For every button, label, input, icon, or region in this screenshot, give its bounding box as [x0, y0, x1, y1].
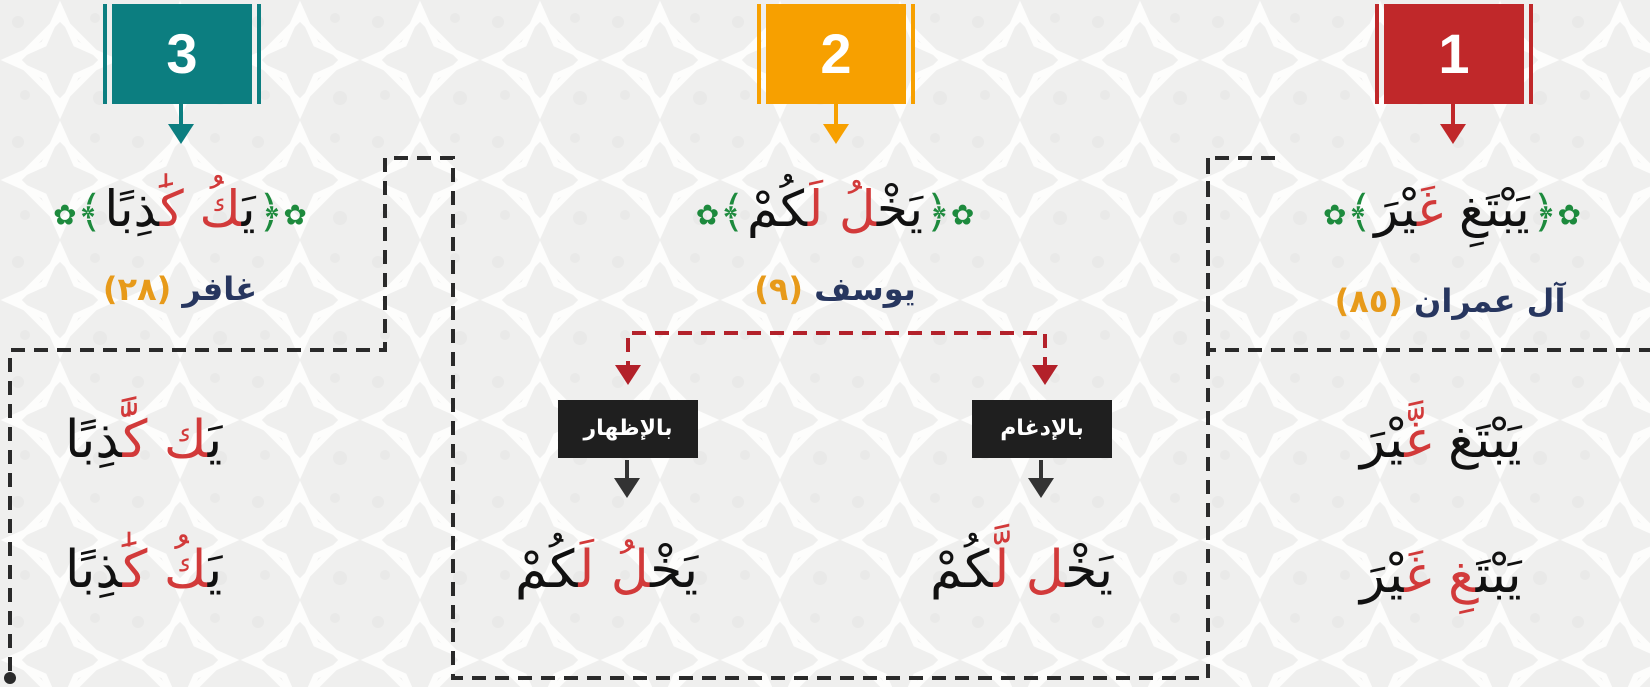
verse-1-reading-2: يَبْتَغِ غَيْرَ — [1360, 545, 1522, 605]
badge-2: 2 — [757, 4, 915, 104]
badge-1: 1 — [1375, 4, 1533, 104]
ornament-rosette-icon: ✿﴿ — [1531, 187, 1581, 238]
verse-3: ✿﴿يَكُ كَٰذِبًا﴾✿ — [53, 180, 307, 238]
verse-1: ✿﴿يَبْتَغِ غَيْرَ﴾✿ — [1323, 180, 1581, 238]
badge-3: 3 — [103, 4, 261, 104]
tag-idgham: بالإدغام — [972, 400, 1112, 458]
tag-izhar: بالإظهار — [558, 400, 698, 458]
verse-2-izhar: يَخْلُ لَكُمْ — [515, 540, 699, 600]
ornament-rosette-icon: ﴾✿ — [695, 187, 745, 238]
verse-2-idgham: يَخْل لَّكُمْ — [930, 540, 1114, 600]
verse-2-reference: يوسف (٩) — [754, 270, 916, 308]
ornament-rosette-icon: ✿﴿ — [257, 187, 307, 238]
verse-2: ✿﴿يَخْلُ لَكُمْ﴾✿ — [695, 180, 975, 238]
verse-3-reading-1: يَك كَّٰذِبًا — [65, 410, 223, 470]
verse-3-reading-2: يَكُ كَٰذِبًا — [65, 540, 223, 600]
verse-1-reading-1: يَبْتَغ غَّيْرَ — [1360, 410, 1522, 470]
verse-3-reference: غافر (٢٨) — [102, 270, 258, 308]
verse-1-reference: آل عمران (٨٥) — [1334, 282, 1566, 320]
ornament-rosette-icon: ﴾✿ — [53, 187, 103, 238]
ornament-rosette-icon: ✿﴿ — [925, 187, 975, 238]
ornament-rosette-icon: ﴾✿ — [1323, 187, 1373, 238]
